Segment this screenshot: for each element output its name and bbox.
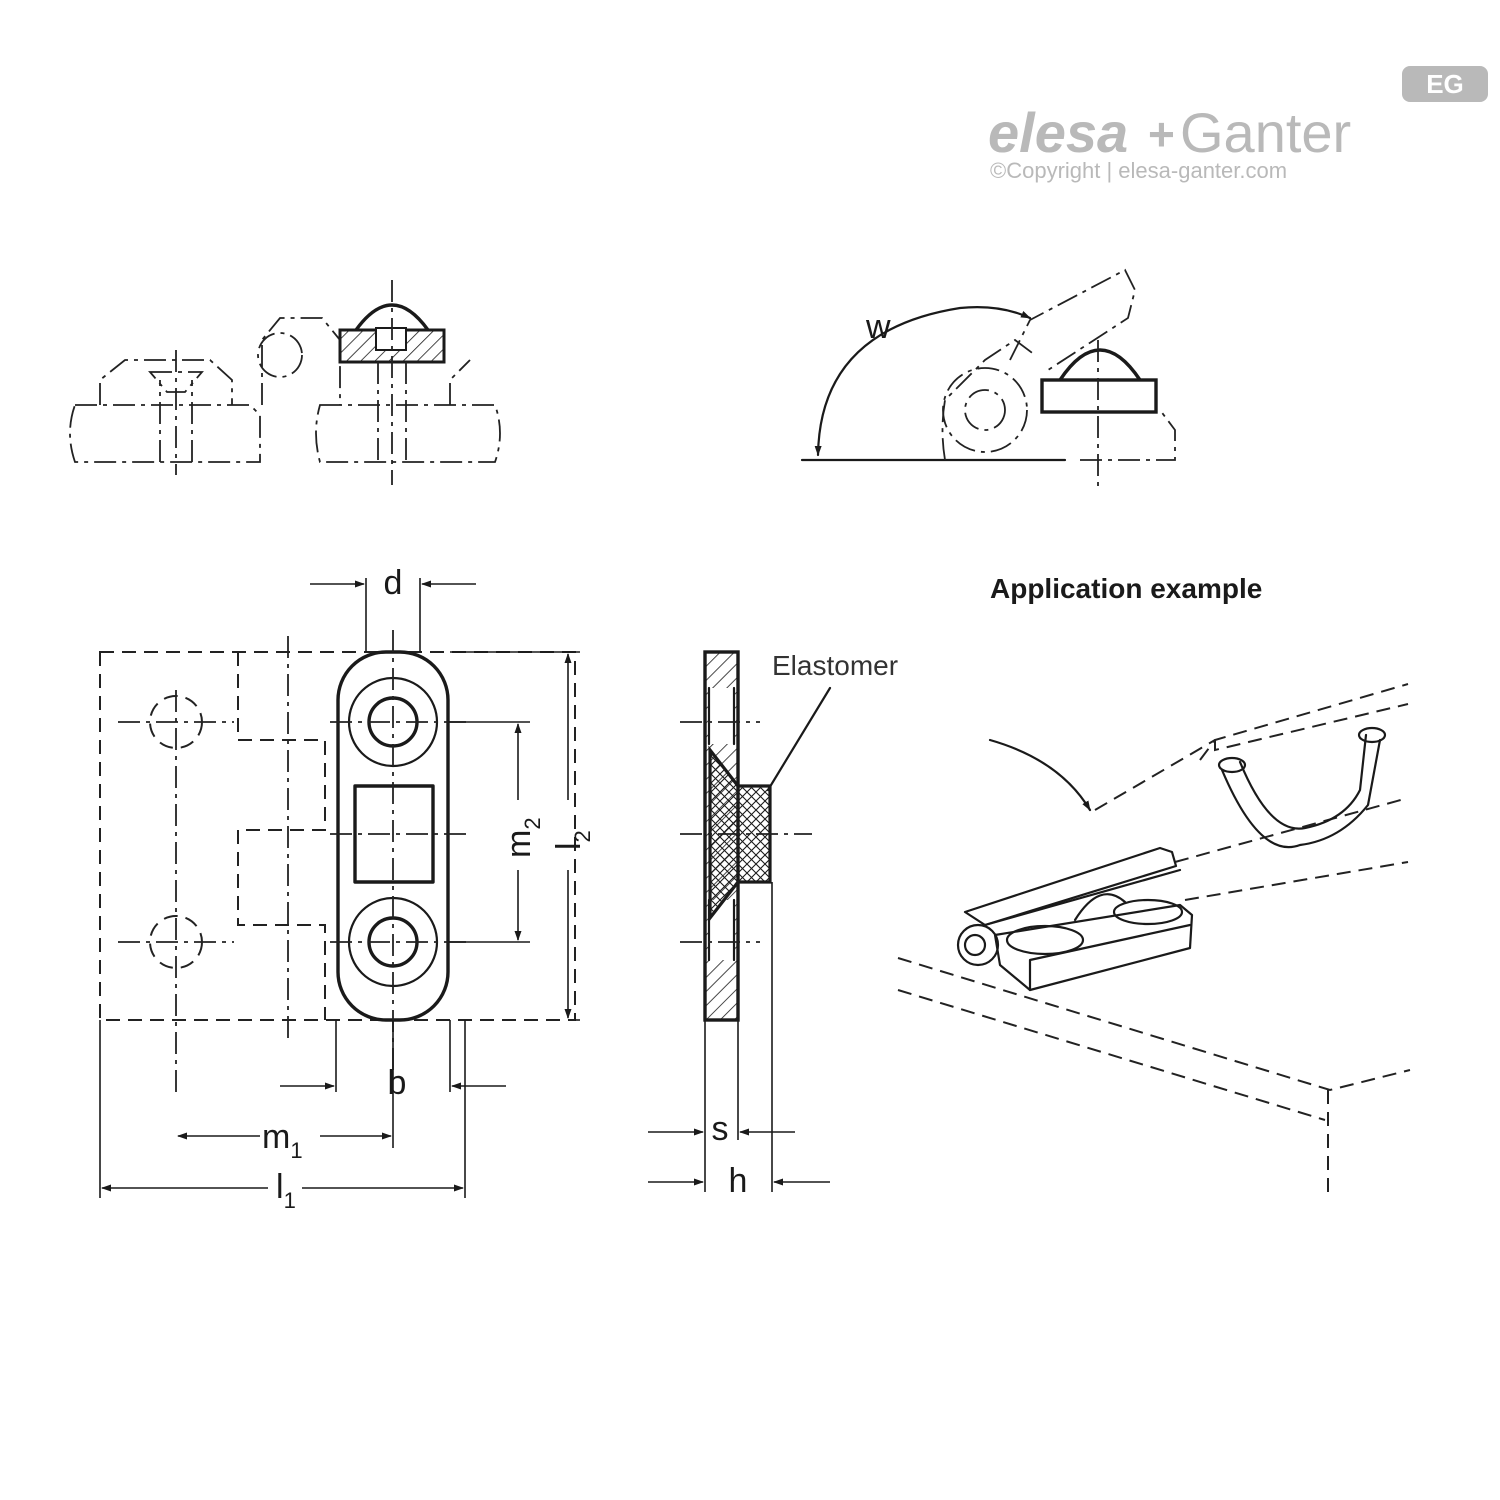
eg-badge-icon <box>1402 66 1488 102</box>
elastomer-label: Elastomer <box>772 650 898 681</box>
rotation-view: w <box>800 268 1176 490</box>
front-view: d b m1 l1 m2 l2 <box>99 564 595 1213</box>
side-section-view: Elastomer s h <box>648 650 898 1200</box>
eg-badge-text: EG <box>1426 69 1464 99</box>
dimension-m2-label: m2 <box>500 817 545 858</box>
assembly-section-view <box>69 280 501 485</box>
brand-logo: EG elesa + Ganter ©Copyright | elesa-gan… <box>988 66 1488 183</box>
dimension-d-label: d <box>384 564 403 602</box>
application-example-title: Application example <box>990 573 1262 604</box>
angle-w-label: w <box>865 308 891 346</box>
dimension-m1-label: m1 <box>262 1118 303 1163</box>
brand-name-plus: + <box>1148 108 1175 160</box>
dimension-l1-label: l1 <box>276 1168 296 1213</box>
dimension-l2-label: l2 <box>550 830 595 850</box>
brand-name-elesa: elesa <box>988 101 1128 164</box>
application-example: Application example <box>897 573 1411 1195</box>
copyright-notice: ©Copyright | elesa-ganter.com <box>990 158 1287 183</box>
dimension-h-label: h <box>729 1162 748 1200</box>
brand-name-ganter: Ganter <box>1180 101 1351 164</box>
dimension-s-label: s <box>712 1110 729 1148</box>
dimension-b-label: b <box>388 1064 407 1102</box>
